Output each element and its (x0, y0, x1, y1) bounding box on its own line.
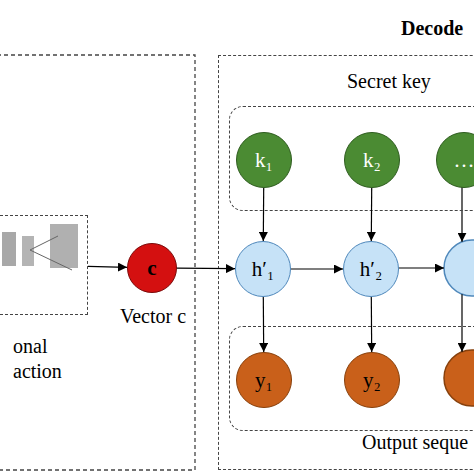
flow-arrow (263, 297, 265, 352)
key-circle: … (436, 132, 474, 188)
output-sequence-group: Output sequey₁y₂ (229, 326, 474, 431)
key-circle: k₂ (344, 132, 400, 188)
flow-arrow (371, 297, 373, 352)
encoder-frame (0, 55, 195, 470)
hidden-state-circle (444, 240, 474, 296)
recurrent-arrow (398, 267, 444, 268)
output-circle: y₂ (344, 352, 400, 408)
node-label: Vector c (103, 304, 203, 329)
node-label: Secret key (347, 69, 474, 94)
node-label: onal action (13, 334, 78, 384)
vector-circle: cVector c (127, 243, 177, 293)
node-symbol: y₁ (255, 370, 273, 391)
node-symbol: k₂ (363, 150, 381, 171)
node-symbol: y₂ (363, 370, 381, 391)
node-symbol: h′₁ (252, 259, 274, 280)
node-symbol: c (147, 258, 156, 279)
node-label: Decode (401, 16, 474, 41)
feature-extraction-box: onal action (0, 215, 88, 315)
flow-arrow (291, 268, 343, 269)
flow-arrow (263, 188, 265, 241)
hidden-state-circle: h′₂ (343, 241, 399, 297)
output-circle (444, 350, 474, 406)
flow-arrow (177, 268, 235, 270)
feature-map (2, 232, 16, 266)
flow-arrow (371, 188, 373, 241)
key-circle: k₁ (236, 132, 292, 188)
output-arrow (461, 294, 462, 352)
node-symbol: … (454, 150, 474, 171)
secret-key-group: Secret keyk₁k₂… (229, 106, 474, 211)
node-symbol: h′₂ (360, 259, 382, 280)
node-symbol: k₁ (255, 150, 273, 171)
key-arrow (461, 186, 462, 242)
kernel-line (30, 236, 58, 250)
decoder-box: DecodeSecret keyk₁k₂…h′₁h′₂Output sequey… (218, 55, 474, 470)
kernel-line (30, 250, 72, 270)
hidden-state-circle: h′₁ (235, 241, 291, 297)
output-circle: y₁ (236, 352, 292, 408)
flow-arrow (88, 266, 127, 267)
node-label: Output seque (362, 430, 474, 455)
